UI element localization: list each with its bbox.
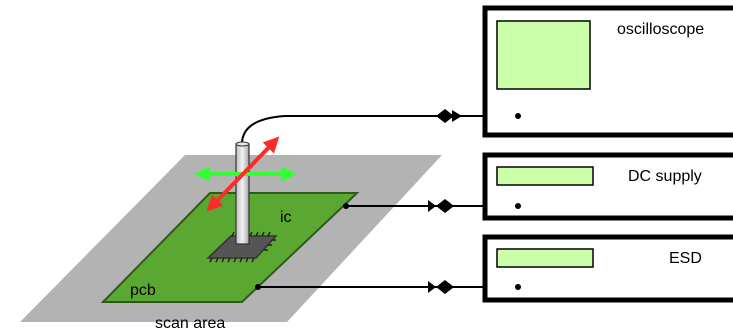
ic-label: ic <box>280 209 292 226</box>
oscilloscope-instrument <box>482 5 733 138</box>
dc-connector-diamond-arrow-icon <box>428 199 454 213</box>
scope-input-dot-icon <box>515 113 521 119</box>
ic-chip <box>206 231 278 263</box>
dc-supply-label: DC supply <box>628 168 702 185</box>
scope-connector-diamond-arrow-icon <box>436 109 462 123</box>
y-axis-arrow <box>206 136 280 212</box>
dc-supply-instrument <box>482 152 733 221</box>
esd-label: ESD <box>669 250 702 267</box>
probe <box>235 141 250 245</box>
pcb-dc-terminal-dot-icon <box>343 203 349 209</box>
oscilloscope-screen <box>496 20 591 90</box>
scan-area-label: scan area <box>155 315 225 332</box>
pcb-label: pcb <box>130 282 156 299</box>
pcb-esd-terminal-dot-icon <box>255 284 261 290</box>
dc-supply-display <box>496 166 594 186</box>
oscilloscope-label: oscilloscope <box>617 21 704 38</box>
probe-cable <box>241 115 440 145</box>
esd-display <box>496 248 594 268</box>
esd-input-dot-icon <box>515 284 521 290</box>
dc-input-dot-icon <box>515 203 521 209</box>
esd-connector-diamond-arrow-icon <box>428 280 454 294</box>
esd-instrument <box>482 234 733 303</box>
